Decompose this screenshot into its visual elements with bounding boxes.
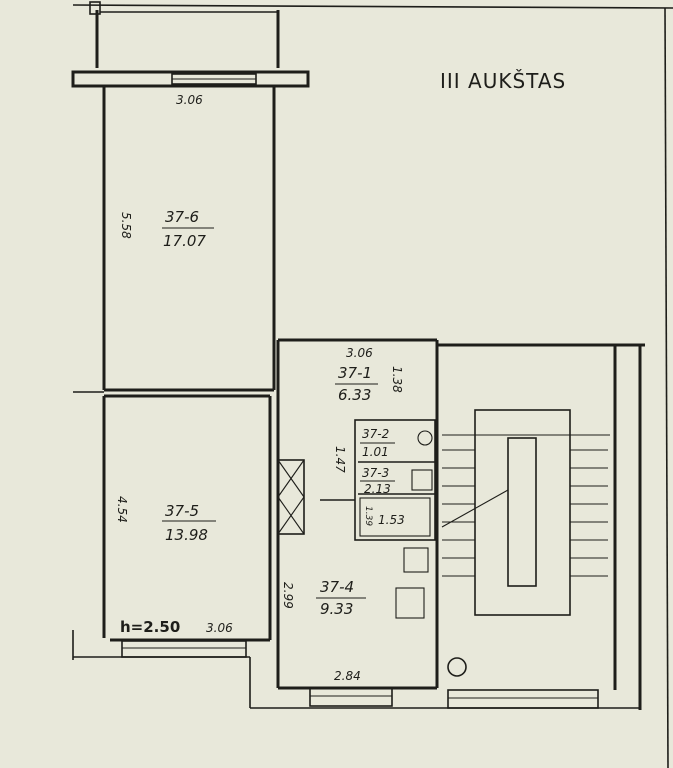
room-37-3-area: 2.13: [364, 482, 391, 496]
room-37-6-area: 17.07: [163, 232, 206, 250]
room-37-5-id: 37-5: [165, 502, 199, 520]
dim-37-2: 1.47: [333, 446, 347, 473]
dim-bath: 1.39: [363, 506, 373, 526]
room-37-5-area: 13.98: [165, 526, 208, 544]
room-37-3-id: 37-3: [362, 466, 389, 480]
room-37-6-id: 37-6: [165, 208, 199, 226]
dim-37-1-width: 3.06: [346, 346, 373, 360]
stairwell: [437, 343, 645, 710]
room-37-5: [72, 396, 272, 708]
dim-37-1-depth: 1.38: [390, 366, 404, 393]
balcony: [89, 1, 280, 68]
dim-37-5-width: 3.06: [206, 621, 233, 635]
dim-37-6-length: 5.58: [119, 212, 133, 239]
dim-37-6-width: 3.06: [176, 93, 203, 107]
bath-area: 1.53: [378, 513, 405, 527]
room-37-6: [71, 70, 310, 398]
room-37-2-id: 37-2: [362, 427, 389, 441]
ceiling-height: h=2.50: [120, 618, 180, 636]
room-37-2-area: 1.01: [362, 445, 389, 459]
right-frame-line: [664, 7, 669, 768]
room-37-1-area: 6.33: [338, 386, 371, 404]
room-37-4-area: 9.33: [320, 600, 353, 618]
dim-37-4-width: 2.84: [334, 669, 361, 683]
floor-title: III AUKŠTAS: [440, 69, 566, 93]
room-37-1-id: 37-1: [338, 364, 372, 382]
top-frame-line: [72, 4, 673, 9]
room-37-4-id: 37-4: [320, 578, 354, 596]
dim-37-5-length: 4.54: [115, 496, 129, 523]
dim-37-4-depth: 2.99: [281, 582, 295, 609]
